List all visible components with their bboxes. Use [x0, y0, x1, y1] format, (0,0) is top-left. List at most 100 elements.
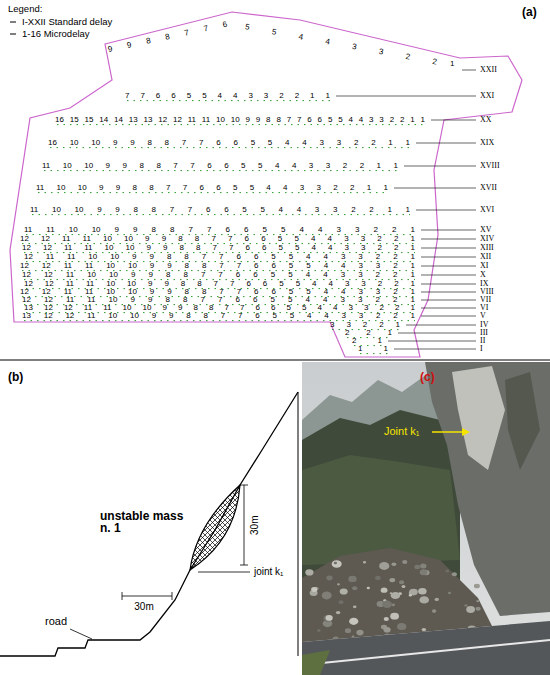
rock-fragment	[392, 562, 397, 566]
standard-delay-number: XX	[480, 116, 492, 124]
standard-delay-number: XV	[480, 226, 492, 234]
rock-fragment	[345, 628, 351, 633]
rock-fragment	[390, 613, 399, 620]
rock-fragment	[367, 587, 370, 589]
excavation-outline	[10, 12, 522, 357]
rock-fragment	[476, 607, 481, 611]
blast-holes	[32, 214, 410, 215]
row-leader	[394, 188, 476, 189]
rock-fragment	[422, 628, 426, 631]
rock-fragment	[311, 587, 317, 592]
frame-line	[298, 392, 299, 656]
rock-fragment	[389, 578, 395, 582]
microdelay-row: 9 9 8 8 7 7 6	[107, 21, 228, 55]
rock-fragment	[322, 592, 332, 600]
rock-fragment	[326, 615, 333, 621]
rock-fragment	[326, 576, 332, 581]
rock-fragment	[352, 586, 357, 590]
row-leader	[404, 166, 476, 167]
standard-delay-number: XXII	[480, 66, 497, 74]
dimension-line	[244, 485, 245, 565]
rock-fragment	[419, 596, 429, 603]
row-leader	[394, 349, 476, 350]
row-leader	[421, 248, 476, 249]
trees	[302, 455, 460, 565]
microdelay-row: 16 15 15 14 14 13 13 12 12 11 11 10 10 9…	[55, 116, 425, 124]
blast-holes	[57, 124, 425, 125]
rock-fragment	[356, 630, 363, 636]
rock-fragment	[391, 592, 400, 599]
standard-delay-number: XVII	[480, 184, 497, 192]
legend-dash	[10, 34, 16, 35]
rock-fragment	[334, 562, 337, 564]
row-leader	[421, 230, 476, 231]
rock-fragment	[435, 598, 439, 601]
rock-fragment	[317, 629, 320, 631]
verge-grass	[302, 650, 330, 675]
row-leader	[416, 210, 476, 211]
microdelay-number: 1	[450, 60, 454, 68]
blast-holes	[360, 353, 388, 354]
rock-fragment	[420, 564, 426, 569]
standard-delay-number: XIII	[480, 244, 494, 252]
microdelay-row: 12 12 11 11 10 10 9 9 8 8 7 7 6 6 5 5 4 …	[20, 262, 415, 270]
rock-fragment	[445, 569, 449, 572]
mass-label: unstable mass n. 1	[100, 510, 192, 535]
rock-fragment	[382, 601, 392, 608]
road-marking	[302, 640, 550, 665]
rock-fragment	[474, 584, 480, 589]
joint-arrowhead	[462, 428, 470, 436]
panel-separator	[0, 360, 550, 361]
rock-fragment	[323, 615, 332, 622]
standard-delay-number: XVIII	[480, 162, 500, 170]
standard-delay-number: I	[480, 345, 483, 353]
rock-fragment	[418, 588, 426, 595]
debris-pile	[302, 548, 492, 642]
rock-fragment	[476, 600, 479, 602]
legend-entry: 1-16 Microdelay	[22, 29, 90, 39]
row-leader	[421, 284, 476, 285]
rock-fragment	[379, 562, 389, 570]
row-leader	[421, 292, 476, 293]
microdelay-row: 11 11 10 10 9 9 8 8 7 7 6 6 5 5 4 4 3 3 …	[24, 226, 415, 234]
row-leader	[406, 325, 476, 326]
standard-delay-number: XI	[480, 262, 488, 270]
blast-holes	[50, 147, 410, 148]
panel-letter: (a)	[522, 6, 537, 19]
road-surface	[302, 621, 550, 675]
microdelay-row: 7 7 6 6 5 5 4 4 3 3 2 2 1 1	[125, 92, 330, 100]
standard-delay-number: XII	[480, 253, 491, 261]
blast-plan	[10, 12, 522, 357]
joint-label: joint k₁	[254, 567, 284, 578]
rock-fragment	[409, 594, 412, 597]
microdelay-row: 12 12 11 11 10 10 9 9 8 8 7 7 6 6 5 5 4 …	[20, 235, 415, 243]
row-leader	[421, 300, 476, 301]
rock-fragment	[348, 576, 356, 582]
sky	[302, 362, 550, 675]
standard-delay-number: XVI	[480, 206, 494, 214]
legend-entry: I-XXII Standard delay	[22, 17, 112, 27]
dimension-tick	[172, 592, 173, 600]
rock-fragment	[397, 623, 406, 630]
rock-fragment	[349, 618, 358, 625]
blast-holes	[44, 170, 398, 171]
rockfall-photo	[302, 362, 550, 675]
rock-fragment	[353, 605, 357, 608]
rock-fragment	[339, 600, 344, 604]
row-leader	[421, 266, 476, 267]
cross-section	[0, 392, 298, 656]
road-leader	[70, 629, 92, 639]
standard-delay-number: V	[480, 312, 486, 320]
dimension-tick	[240, 485, 248, 486]
standard-delay-number: XIV	[480, 235, 494, 243]
dimension-line	[122, 596, 172, 597]
rock-fragment	[402, 585, 406, 588]
standard-delay-number: X	[480, 271, 486, 279]
panel-letter: (c)	[420, 371, 435, 384]
dimension-tick	[122, 592, 123, 600]
row-leader	[421, 316, 476, 317]
rock-fragment	[414, 565, 420, 569]
microdelay-row: 11 10 10 9 9 8 8 7 7 6 6 5 5 4 4 3 3 2 2…	[42, 162, 398, 170]
dimension-tick	[240, 565, 248, 566]
